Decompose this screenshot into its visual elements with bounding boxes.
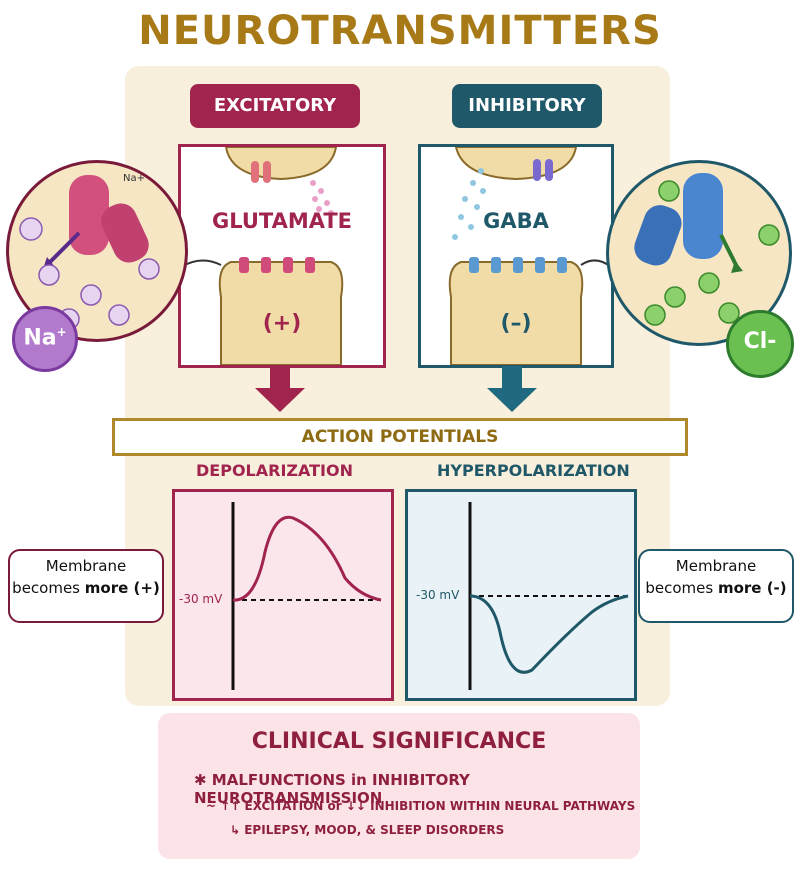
membrane-positive-note: Membrane becomes more (+) (8, 549, 164, 623)
inhibitory-sign: (–) (500, 311, 532, 336)
inhibitory-synapse-illustration (448, 146, 612, 366)
sodium-ion-charge: + (56, 325, 67, 339)
chloride-channel-illustration (634, 173, 780, 326)
sodium-ion-large-label: Na (23, 325, 57, 351)
clinical-title: CLINICAL SIGNIFICANCE (251, 729, 547, 754)
glutamate-label: GLUTAMATE (211, 209, 353, 233)
clinical-significance-panel: CLINICAL SIGNIFICANCE ✱ MALFUNCTIONS in … (158, 713, 640, 859)
membrane-left-line1: Membrane (45, 557, 127, 575)
membrane-right-emph: more (-) (717, 579, 787, 597)
gaba-label: GABA (483, 209, 549, 233)
excitatory-synapse-illustration (180, 146, 344, 366)
membrane-right-line1: Membrane (675, 557, 757, 575)
hyperpolarization-label: HYPERPOLARIZATION (437, 461, 630, 480)
sodium-ion-small-label: Na+ (123, 173, 145, 184)
membrane-left-line2: becomes (12, 579, 81, 597)
sodium-channel-zoom: Na+ (6, 160, 188, 342)
inhibitory-synapse-card: GABA (–) (418, 144, 614, 368)
hyperpolarization-graph: -30 mV (405, 489, 637, 701)
membrane-negative-note: Membrane becomes more (-) (638, 549, 794, 623)
depolarization-graph: -30 mV (172, 489, 394, 701)
clinical-bullet: ✱ MALFUNCTIONS in INHIBITORY NEUROTRANSM… (194, 771, 470, 807)
page-title: NEUROTRANSMITTERS (138, 8, 662, 54)
sodium-ion-large-badge: Na+ (12, 306, 78, 372)
inhibitory-tag: INHIBITORY (452, 84, 602, 128)
action-potentials-heading: ACTION POTENTIALS (112, 418, 688, 456)
excitatory-synapse-card: GLUTAMATE (+) (178, 144, 386, 368)
inhibitory-down-arrow-icon (487, 366, 537, 412)
membrane-left-emph: more (+) (84, 579, 160, 597)
hyperpolarization-threshold-label: -30 mV (416, 588, 460, 602)
chloride-ion-large-label: Cl- (743, 329, 777, 354)
chloride-ion-large-badge: Cl- (726, 310, 794, 378)
membrane-right-line2: becomes (645, 579, 714, 597)
clinical-line-3: ↳ EPILEPSY, MOOD, & SLEEP DISORDERS (230, 823, 505, 837)
clinical-line-2: ~ ↑↑ EXCITATION or ↓↓ INHIBITION WITHIN … (206, 799, 636, 813)
hyperpolarization-curve-plot (468, 502, 629, 690)
excitatory-tag: EXCITATORY (190, 84, 360, 128)
depolarization-curve-plot (231, 502, 382, 690)
depolarization-label: DEPOLARIZATION (196, 461, 353, 480)
sodium-channel-illustration (19, 175, 160, 330)
excitatory-sign: (+) (262, 311, 302, 336)
excitatory-down-arrow-icon (255, 366, 305, 412)
depolarization-threshold-label: -30 mV (179, 592, 223, 606)
